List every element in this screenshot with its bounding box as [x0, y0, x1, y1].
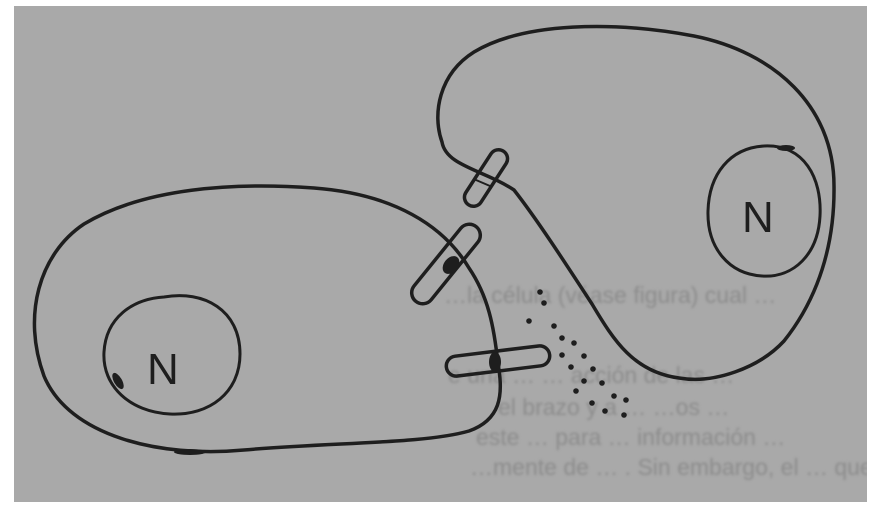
left-cell-bottom-dark-spot — [174, 449, 206, 455]
left-nucleus-dark-spot — [110, 371, 126, 391]
intercellular-dots — [526, 289, 629, 418]
right-nucleus-label: N — [742, 193, 774, 242]
scanned-figure: …la célula (véase figura) cual … e una …… — [14, 6, 867, 502]
junction-bottom-dark-band — [489, 352, 501, 372]
junction-top — [461, 146, 511, 209]
left-nucleus-label: N — [147, 345, 179, 394]
left-cell-outline — [34, 186, 500, 452]
right-cell-outline — [438, 27, 834, 380]
cell-junction-diagram: N N — [14, 6, 867, 502]
right-nucleus-dark-spot — [777, 145, 795, 151]
